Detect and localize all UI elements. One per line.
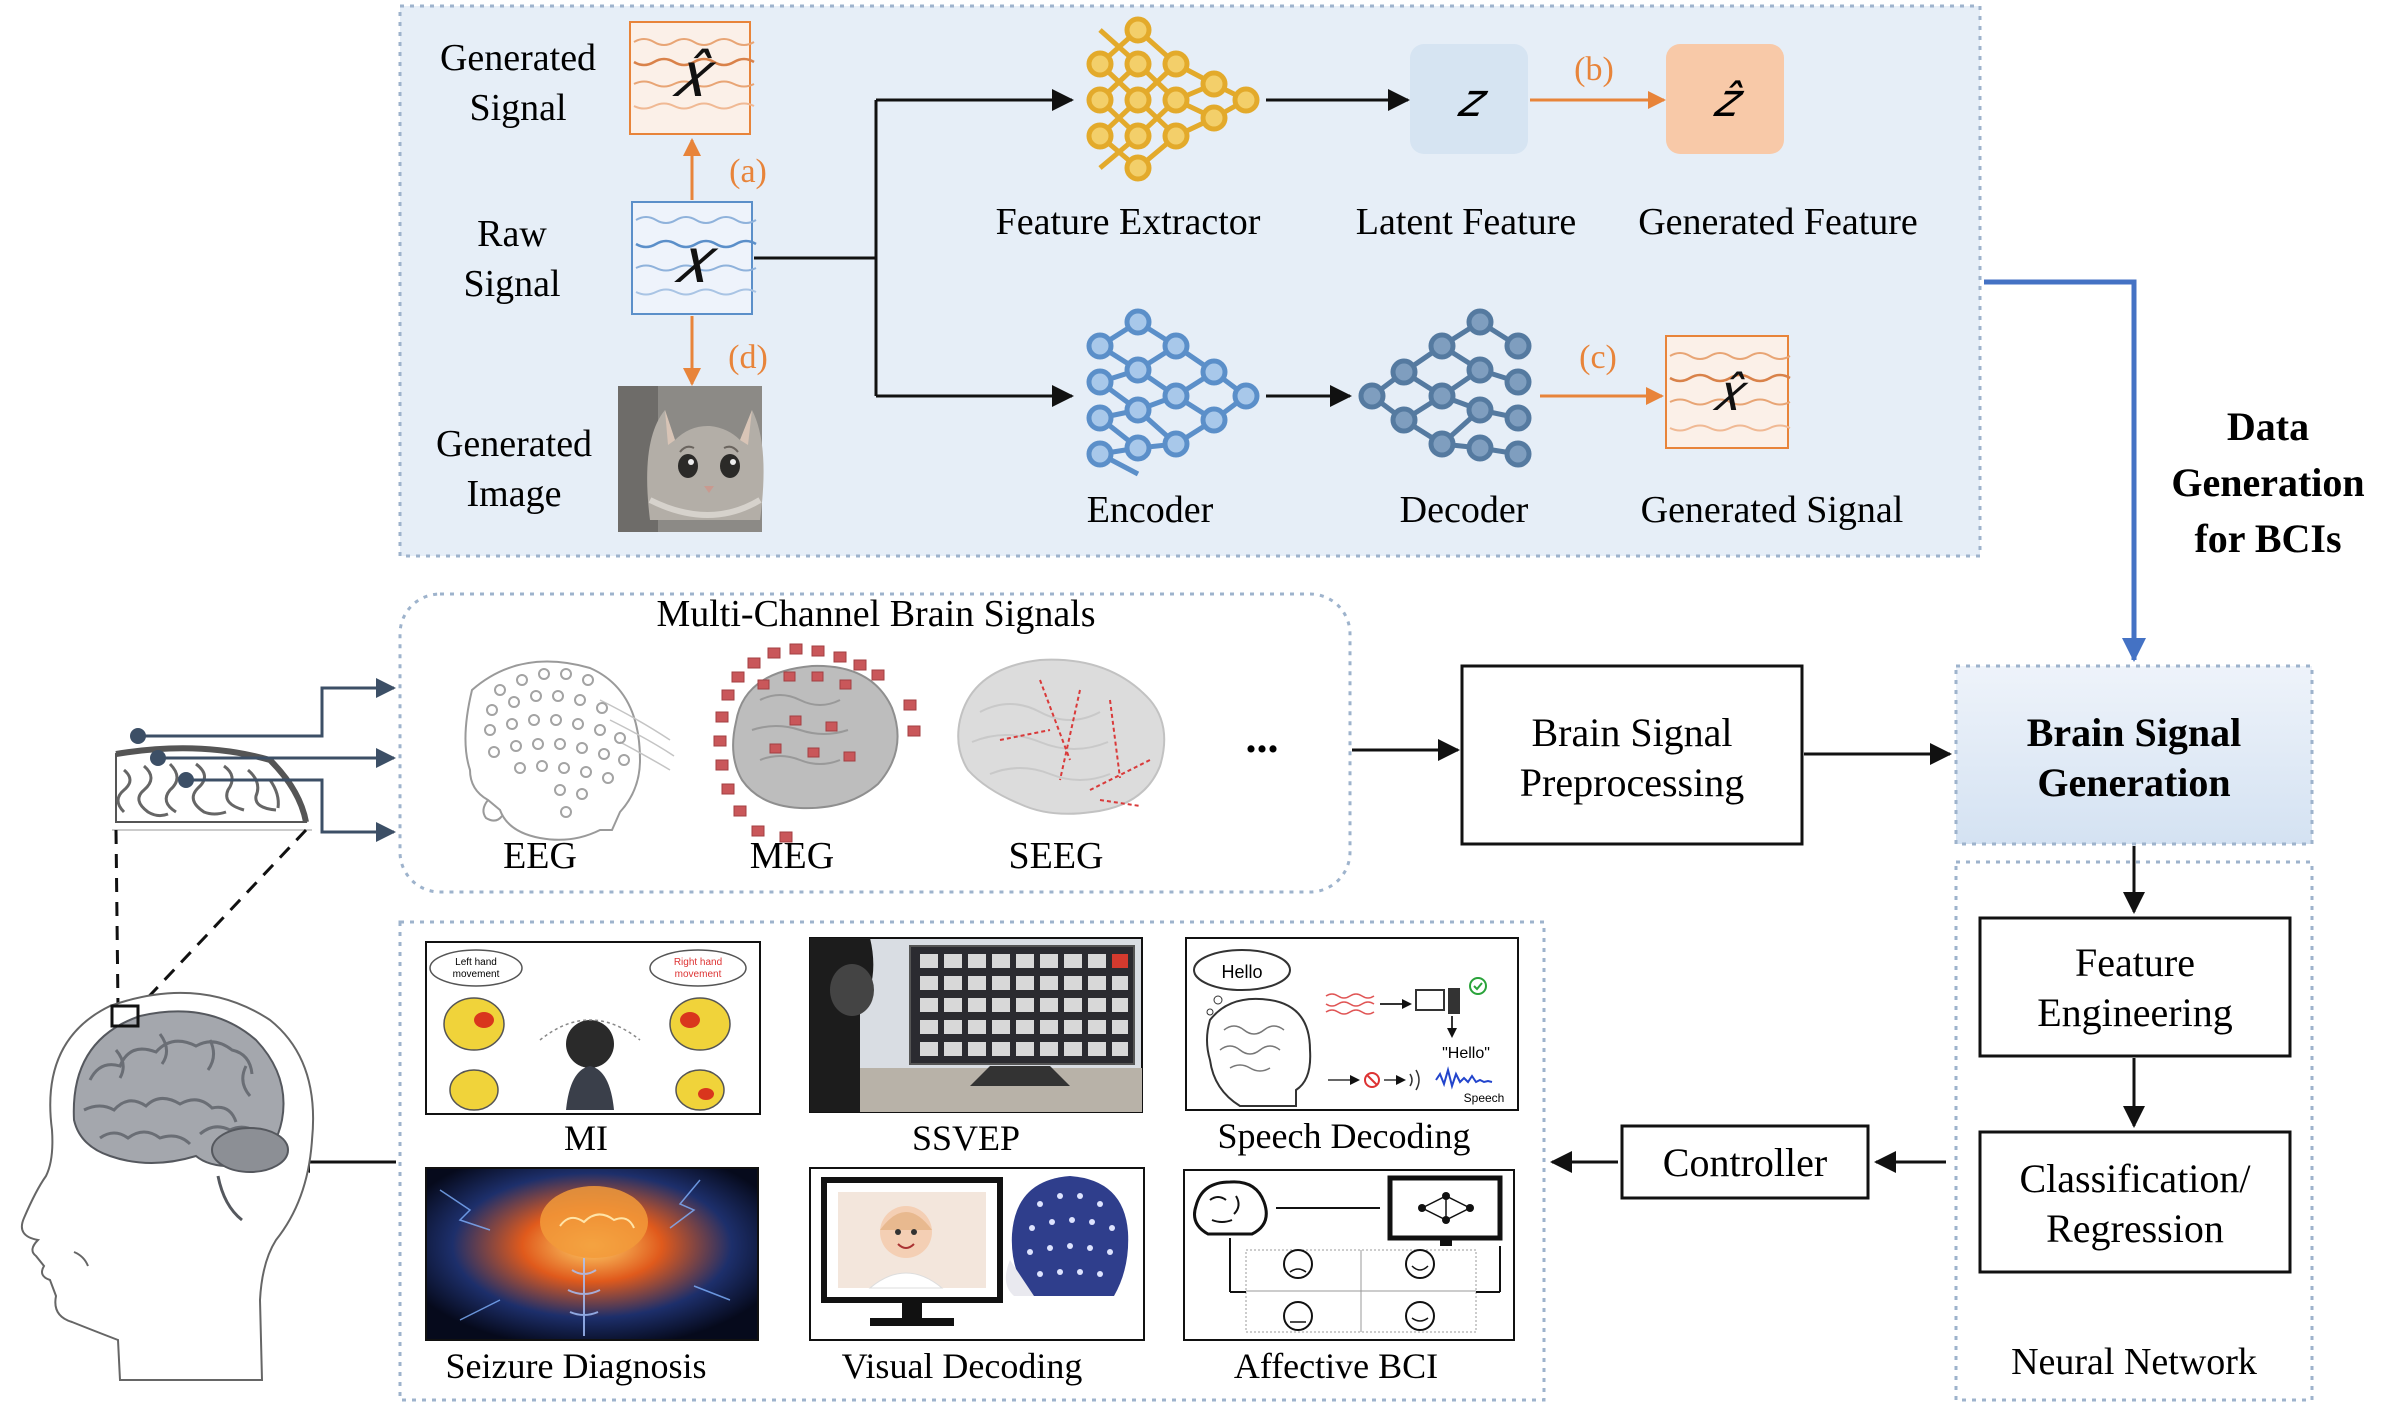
affective-bci-thumbnail [1183,1169,1515,1341]
generation-label-line2: Generation [2037,760,2230,805]
mi-thumbnail: Left hand movement Right hand movement [425,941,761,1115]
preprocessing-label-line2: Preprocessing [1520,760,1744,805]
side-title-line2: Generation [2171,460,2364,505]
electrode-connectors [130,678,396,842]
cortex-section-illustration [112,745,312,831]
seeg-label: SEEG [1009,835,1104,877]
feature-engineering-line1: Feature [2075,940,2195,985]
mi-left-hand-line2: movement [453,969,500,980]
decoder-network [1358,308,1532,468]
more-signals-ellipsis: ... [1246,713,1279,762]
generated-signal-thumbnail-c: 𝑥̂ [1665,335,1791,449]
speech-hello-quote: "Hello" [1442,1045,1490,1062]
preprocessing-label-line1: Brain Signal [1531,710,1732,755]
step-a-label: (a) [729,153,767,190]
generated-cat-image [618,386,764,532]
zoom-line-right [136,828,308,1010]
seeg-illustration [957,658,1166,815]
affective-bci-label: Affective BCI [1234,1346,1438,1386]
step-b-label: (b) [1574,51,1614,88]
feature-extractor-label: Feature Extractor [996,201,1261,243]
speech-hello-text: Hello [1221,962,1262,982]
brain-signal-generation-box [1954,664,2314,846]
generated-signal-label-line2: Signal [469,87,566,129]
feature-engineering-box [1978,916,2292,1058]
raw-signal-label-line2: Signal [463,263,560,305]
seizure-thumbnail [425,1167,759,1341]
preprocessing-box [1460,664,1804,846]
signals-panel-title: Multi-Channel Brain Signals [656,593,1095,635]
generated-image-label-line2: Image [467,473,562,515]
generated-feature-label: Generated Feature [1638,201,1918,243]
step-c-label: (c) [1579,339,1617,376]
side-title-line3: for BCIs [2194,516,2341,561]
speech-decoding-label: Speech Decoding [1218,1116,1471,1156]
neural-network-label: Neural Network [2011,1341,2257,1383]
zoom-line-left [114,829,120,1009]
meg-illustration [713,643,921,843]
generated-signal-label: Generated [440,37,596,79]
ssvep-thumbnail [809,937,1143,1113]
feature-extractor-network [1086,16,1260,182]
mi-left-hand-line1: Left hand [455,957,497,968]
generation-label-line1: Brain Signal [2027,710,2242,755]
mi-right-hand-line2: movement [675,969,722,980]
ssvep-label: SSVEP [912,1118,1020,1158]
raw-signal-thumbnail: 𝑥 [631,201,757,315]
eeg-head-illustration [464,660,675,841]
decoder-label: Decoder [1400,489,1529,531]
meg-label: MEG [750,835,834,877]
side-title-line1: Data [2227,404,2309,449]
generated-signal-thumbnail: 𝑥̂ [629,21,755,135]
eeg-label: EEG [503,835,577,877]
seizure-label: Seizure Diagnosis [446,1346,707,1386]
encoder-network [1086,308,1260,477]
controller-box [1620,1124,1870,1200]
human-head-illustration [20,991,315,1381]
visual-decoding-thumbnail [809,1167,1145,1341]
encoder-label: Encoder [1087,489,1214,531]
classification-line2: Regression [2046,1206,2224,1251]
controller-label: Controller [1663,1140,1827,1185]
speech-decoding-thumbnail: Hello "Hello" Speech [1185,937,1519,1111]
feature-engineering-line2: Engineering [2037,990,2233,1035]
mi-right-hand-line1: Right hand [674,957,722,968]
mi-label: MI [564,1118,608,1158]
classification-line1: Classification/ [2019,1156,2251,1201]
speech-caption: Speech [1464,1091,1505,1105]
generated-feature-box [1666,44,1784,154]
visual-decoding-label: Visual Decoding [842,1346,1083,1386]
blue-connector [1984,279,2146,662]
classification-box [1978,1130,2292,1274]
latent-feature-box [1410,44,1528,154]
raw-signal-label: Raw [477,213,547,255]
latent-feature-label: Latent Feature [1356,201,1577,243]
generated-signal-c-label: Generated Signal [1641,489,1904,531]
step-d-label: (d) [728,339,768,376]
generated-image-label: Generated [436,423,592,465]
